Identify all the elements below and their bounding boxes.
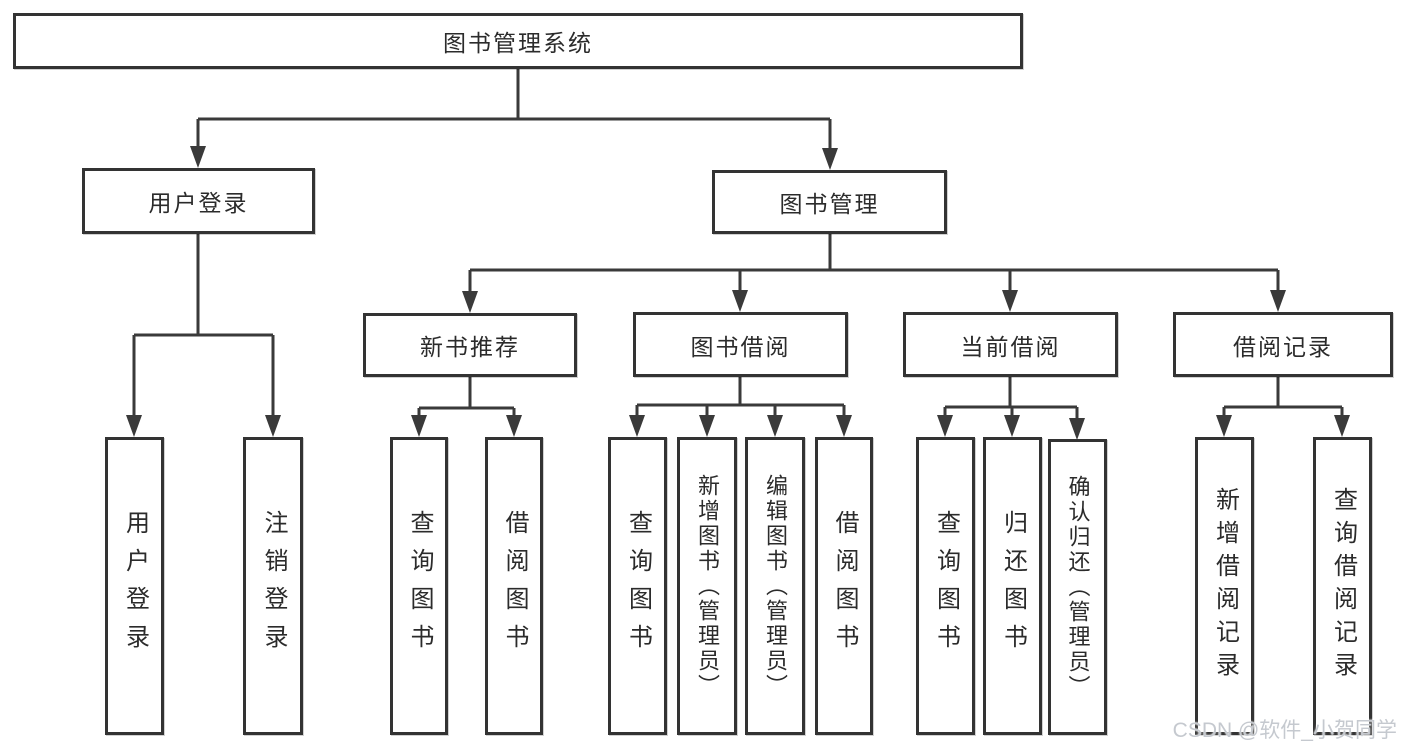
leaf-borrow-add-book-label: 新增图书（管理员） (695, 473, 720, 699)
leaf-current-query-label: 查询图书 (932, 510, 960, 662)
leaf-borrow-borrow-book-label: 借阅图书 (831, 510, 858, 662)
node-book-management-label: 图书管理 (779, 191, 880, 217)
leaf-current-confirm-return: 确认归还（管理员） (1048, 439, 1107, 735)
leaf-borrow-query: 查询图书 (608, 437, 667, 735)
node-new-book-recommend: 新书推荐 (363, 313, 577, 377)
leaf-current-return: 归还图书 (983, 437, 1042, 735)
node-book-borrow: 图书借阅 (633, 312, 848, 377)
leaf-borrow-edit-book: 编辑图书（管理员） (745, 437, 805, 735)
leaf-newbook-borrow-label: 借阅图书 (501, 510, 528, 662)
leaf-current-query: 查询图书 (916, 437, 975, 735)
leaf-current-confirm-return-label: 确认归还（管理员） (1065, 474, 1091, 700)
leaf-newbook-query-label: 查询图书 (406, 510, 433, 662)
node-user-login-label: 用户登录 (148, 190, 249, 216)
leaf-record-add: 新增借阅记录 (1195, 437, 1254, 735)
node-book-borrow-label: 图书借阅 (690, 333, 791, 360)
leaf-current-return-label: 归还图书 (999, 510, 1027, 662)
node-root-label: 图书管理系统 (443, 30, 593, 56)
leaf-logout-label: 注销登录 (260, 510, 287, 662)
leaf-user-login: 用户登录 (105, 437, 164, 735)
node-borrow-records: 借阅记录 (1173, 312, 1393, 377)
node-root: 图书管理系统 (13, 13, 1023, 69)
node-new-book-recommend-label: 新书推荐 (420, 334, 520, 360)
node-book-management: 图书管理 (712, 170, 947, 234)
node-current-borrow: 当前借阅 (903, 312, 1118, 377)
leaf-newbook-borrow: 借阅图书 (485, 437, 543, 735)
leaf-record-query-label: 查询借阅记录 (1329, 487, 1357, 685)
csdn-watermark: CSDN @软件_小贺同学 (1172, 719, 1397, 742)
leaf-borrow-edit-book-label: 编辑图书（管理员） (763, 473, 788, 699)
node-borrow-records-label: 借阅记录 (1233, 333, 1333, 360)
leaf-user-login-label: 用户登录 (121, 510, 149, 662)
leaf-newbook-query: 查询图书 (390, 437, 448, 735)
leaf-borrow-borrow-book: 借阅图书 (815, 437, 873, 735)
node-user-login: 用户登录 (82, 168, 315, 234)
node-current-borrow-label: 当前借阅 (960, 333, 1061, 360)
leaf-record-query: 查询借阅记录 (1313, 437, 1372, 735)
leaf-borrow-add-book: 新增图书（管理员） (677, 437, 737, 735)
leaf-logout: 注销登录 (243, 437, 303, 735)
leaf-borrow-query-label: 查询图书 (624, 510, 652, 662)
leaf-record-add-label: 新增借阅记录 (1211, 487, 1239, 685)
